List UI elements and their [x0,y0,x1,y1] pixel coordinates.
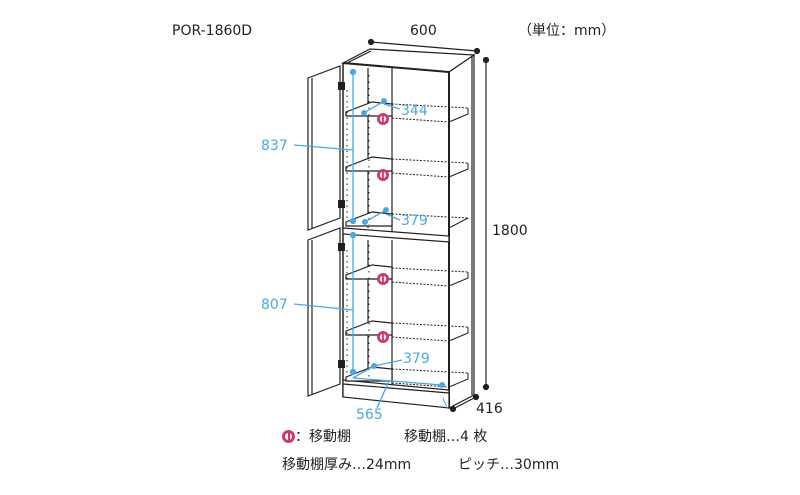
middle-shelf-depth: 379 [401,213,428,229]
shelf-pitch: ピッチ…30mm [458,457,560,473]
movable-shelf-count: 移動棚…4 枚 [404,429,488,445]
model-number: POR-1860D [172,23,253,39]
unit-label: （単位：mm） [518,23,616,39]
bottom-shelf-depth: 379 [403,351,430,367]
height-dimension: 1800 [492,223,528,239]
width-dimension: 600 [410,23,437,39]
shelf-thickness: 移動棚厚み…24mm [282,457,412,473]
movable-shelf-label: ：移動棚 [295,429,351,445]
depth-dimension: 416 [476,401,503,417]
legend-movable-shelf: ：移動棚 [282,430,351,444]
movable-shelf-icon [282,430,295,443]
upper-inner-height: 837 [261,138,288,154]
inner-width: 565 [356,407,383,423]
upper-shelf-depth: 344 [401,103,428,119]
lower-inner-height: 807 [261,297,288,313]
